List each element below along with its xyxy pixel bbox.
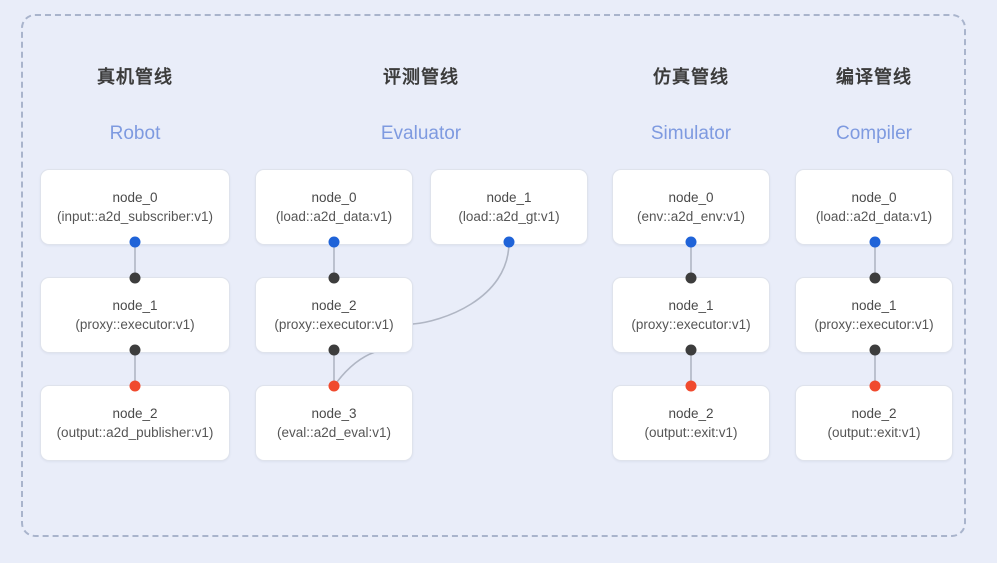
lane-title-en-evaluator: Evaluator <box>380 123 462 144</box>
node-name: node_2 <box>668 406 714 421</box>
port-dot-output-evaluator-3[interactable] <box>328 380 340 392</box>
node-name: node_1 <box>112 298 158 313</box>
lane-title-cn-evaluator: 评测管线 <box>383 67 459 87</box>
node-evaluator-2[interactable]: node_2 (proxy::executor:v1) <box>255 277 413 353</box>
port-dot-out-evaluator-2[interactable] <box>328 344 340 356</box>
node-name: node_0 <box>311 190 357 205</box>
port-dot-output-compiler-2[interactable] <box>869 380 881 392</box>
port-dot-input-evaluator-1[interactable] <box>503 236 515 248</box>
node-compiler-0[interactable]: node_0 (load::a2d_data:v1) <box>795 169 953 245</box>
lane-evaluator: 评测管线 Evaluator <box>326 0 516 563</box>
lane-title-cn-simulator: 仿真管线 <box>653 67 729 87</box>
lane-compiler: 编译管线 Compiler <box>795 0 953 563</box>
lane-title-cn-compiler: 编译管线 <box>836 67 912 87</box>
node-type: (proxy::executor:v1) <box>814 317 934 332</box>
node-robot-1[interactable]: node_1 (proxy::executor:v1) <box>40 277 230 353</box>
node-simulator-1[interactable]: node_1 (proxy::executor:v1) <box>612 277 770 353</box>
pipeline-group-frame <box>21 14 966 537</box>
node-type: (load::a2d_gt:v1) <box>458 209 560 224</box>
port-dot-out-compiler-1[interactable] <box>869 344 881 356</box>
lane-simulator: 仿真管线 Simulator <box>612 0 770 563</box>
port-dot-output-simulator-2[interactable] <box>685 380 697 392</box>
port-dot-input-evaluator-0[interactable] <box>328 236 340 248</box>
node-type: (load::a2d_data:v1) <box>815 209 933 224</box>
port-dot-out-simulator-1[interactable] <box>685 344 697 356</box>
node-simulator-0[interactable]: node_0 (env::a2d_env:v1) <box>612 169 770 245</box>
port-dot-in-simulator-1[interactable] <box>685 272 697 284</box>
node-evaluator-0[interactable]: node_0 (load::a2d_data:v1) <box>255 169 413 245</box>
node-type: (eval::a2d_eval:v1) <box>276 425 392 440</box>
port-dot-output-robot-2[interactable] <box>129 380 141 392</box>
port-dot-out-robot-1[interactable] <box>129 344 141 356</box>
node-type: (output::a2d_publisher:v1) <box>56 425 214 440</box>
port-dot-in-compiler-1[interactable] <box>869 272 881 284</box>
port-dot-input-robot-0[interactable] <box>129 236 141 248</box>
node-name: node_2 <box>311 298 357 313</box>
lane-robot: 真机管线 Robot <box>40 0 230 563</box>
node-type: (output::exit:v1) <box>827 425 921 440</box>
node-type: (output::exit:v1) <box>644 425 738 440</box>
port-dot-in-robot-1[interactable] <box>129 272 141 284</box>
node-robot-2[interactable]: node_2 (output::a2d_publisher:v1) <box>40 385 230 461</box>
node-name: node_0 <box>668 190 714 205</box>
node-simulator-2[interactable]: node_2 (output::exit:v1) <box>612 385 770 461</box>
port-dot-input-compiler-0[interactable] <box>869 236 881 248</box>
node-evaluator-3[interactable]: node_3 (eval::a2d_eval:v1) <box>255 385 413 461</box>
node-compiler-1[interactable]: node_1 (proxy::executor:v1) <box>795 277 953 353</box>
node-name: node_3 <box>311 406 357 421</box>
lane-title-en-robot: Robot <box>109 123 161 144</box>
node-name: node_1 <box>668 298 714 313</box>
node-type: (load::a2d_data:v1) <box>275 209 393 224</box>
node-type: (proxy::executor:v1) <box>75 317 195 332</box>
node-type: (env::a2d_env:v1) <box>636 209 746 224</box>
lane-title-cn-robot: 真机管线 <box>97 67 173 87</box>
node-name: node_2 <box>112 406 158 421</box>
node-name: node_0 <box>112 190 158 205</box>
lane-title-en-simulator: Simulator <box>650 123 732 144</box>
node-robot-0[interactable]: node_0 (input::a2d_subscriber:v1) <box>40 169 230 245</box>
lane-title-en-compiler: Compiler <box>835 123 913 144</box>
node-evaluator-1[interactable]: node_1 (load::a2d_gt:v1) <box>430 169 588 245</box>
node-name: node_0 <box>851 190 897 205</box>
node-type: (input::a2d_subscriber:v1) <box>56 209 214 224</box>
node-compiler-2[interactable]: node_2 (output::exit:v1) <box>795 385 953 461</box>
port-dot-input-simulator-0[interactable] <box>685 236 697 248</box>
node-name: node_2 <box>851 406 897 421</box>
node-name: node_1 <box>851 298 897 313</box>
port-dot-in-evaluator-2[interactable] <box>328 272 340 284</box>
node-type: (proxy::executor:v1) <box>274 317 394 332</box>
node-type: (proxy::executor:v1) <box>631 317 751 332</box>
node-name: node_1 <box>486 190 532 205</box>
